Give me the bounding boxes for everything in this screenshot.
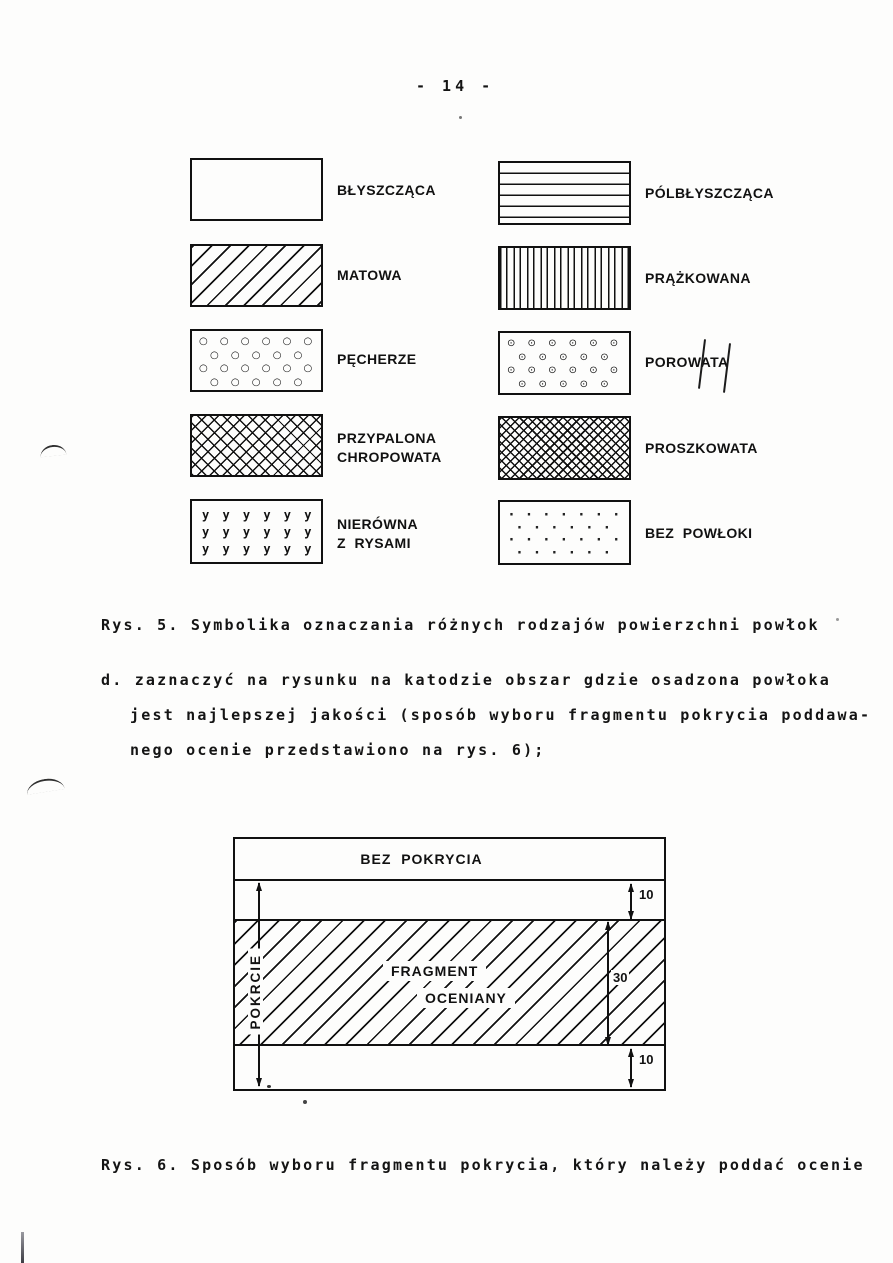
pattern-row: · · · · · · bbox=[517, 545, 610, 561]
dimension-arrow-bottom10 bbox=[627, 1048, 634, 1088]
dimension-value-top: 10 bbox=[637, 887, 656, 902]
swatch-polblyszczaca bbox=[498, 161, 631, 225]
swatch-pecherze: ○ ○ ○ ○ ○ ○ ○ ○ ○ ○ ○ ○ ○ ○ ○ ○ ○ ○ ○ ○ … bbox=[190, 329, 323, 392]
swatch-label-nierowna: NIERÓWNA Z RYSAMI bbox=[337, 516, 418, 551]
page-number: - 14 - bbox=[416, 77, 495, 95]
swatch-bez-powloki: · · · · · · · · · · · · · · · · · · · · … bbox=[498, 500, 631, 565]
swatch-proszkowata bbox=[498, 416, 631, 480]
figure6-band-upper-margin bbox=[235, 881, 664, 921]
swatch-label-porowata: POROWATA bbox=[645, 354, 729, 370]
scan-speck bbox=[267, 1085, 271, 1088]
pattern-row: · · · · · · · bbox=[509, 508, 619, 523]
swatch-label-pecherze: PĘCHERZE bbox=[337, 351, 417, 367]
swatch-nierowna: y y y y y y y y y y y y y y y y y y y y … bbox=[190, 499, 323, 564]
pattern-row: y y y y y y y bbox=[202, 525, 323, 539]
figure6-area-label-line2: OCENIANY bbox=[417, 988, 515, 1008]
pattern-row: y y y y y y y bbox=[202, 542, 323, 556]
figure6-band-top bbox=[235, 839, 664, 881]
scan-speck bbox=[459, 116, 462, 119]
swatch-prazkowana bbox=[498, 246, 631, 310]
pattern-row: ○ ○ ○ ○ ○ ○ bbox=[199, 363, 313, 374]
dimension-arrow-30 bbox=[604, 921, 611, 1046]
swatch-porowata: ⊙ ⊙ ⊙ ⊙ ⊙ ⊙ ⊙ ⊙ ⊙ ⊙ ⊙ ⊙ ⊙ ⊙ ⊙ ⊙ ⊙ ⊙ ⊙ ⊙ … bbox=[498, 331, 631, 395]
paragraph-d-line1: d. zaznaczyć na rysunku na katodzie obsz… bbox=[101, 671, 831, 689]
figure6-area-label-line1: FRAGMENT bbox=[383, 961, 487, 981]
swatch-label-bez-powloki: BEZ POWŁOKI bbox=[645, 525, 753, 541]
pattern-row: ⊙ ⊙ ⊙ ⊙ ⊙ ⊙ bbox=[507, 338, 619, 349]
pattern-row: ○ ○ ○ ○ ○ bbox=[210, 376, 303, 388]
pattern-row: · · · · · · · bbox=[509, 533, 619, 548]
scan-speck bbox=[303, 1100, 307, 1104]
swatch-przypalona bbox=[190, 414, 323, 477]
swatch-label-przypalona: PRZYPALONA CHROPOWATA bbox=[337, 430, 442, 465]
figure6-band-lower-margin bbox=[235, 1046, 664, 1089]
figure6-band-hatched bbox=[235, 921, 664, 1046]
figure5-caption: Rys. 5. Symbolika oznaczania różnych rod… bbox=[101, 616, 820, 634]
swatch-label-proszkowata: PROSZKOWATA bbox=[645, 440, 758, 456]
swatch-label-matowa: MATOWA bbox=[337, 267, 402, 283]
dimension-arrow-top10 bbox=[627, 883, 634, 920]
handwritten-curve-mark bbox=[39, 443, 67, 458]
figure6-caption: Rys. 6. Sposób wyboru fragmentu pokrycia… bbox=[101, 1156, 865, 1174]
swatch-blyszczaca bbox=[190, 158, 323, 221]
scan-speck bbox=[836, 618, 839, 621]
paragraph-d-line2: jest najlepszej jakości (sposób wyboru f… bbox=[130, 706, 872, 724]
pattern-row: y y y y y y y bbox=[202, 508, 323, 522]
scan-edge-artifact bbox=[21, 1232, 24, 1263]
swatch-matowa bbox=[190, 244, 323, 307]
pattern-row: ○ ○ ○ ○ ○ bbox=[210, 349, 303, 361]
swatch-label-prazkowana: PRĄŻKOWANA bbox=[645, 270, 751, 286]
figure6-diagram: BEZ POKRYCIA FRAGMENT OCENIANY POKRCIE 1… bbox=[233, 837, 666, 1091]
paragraph-d-line3: nego ocenie przedstawiono na rys. 6); bbox=[130, 741, 546, 759]
dimension-value-middle: 30 bbox=[611, 970, 630, 985]
pattern-row: ○ ○ ○ ○ ○ ○ bbox=[199, 336, 313, 347]
pattern-row: ⊙ ⊙ ⊙ ⊙ ⊙ bbox=[518, 351, 609, 363]
swatch-label-polblyszczaca: PÓLBŁYSZCZĄCA bbox=[645, 185, 774, 201]
swatch-label-blyszczaca: BŁYSZCZĄCA bbox=[337, 182, 436, 198]
handwritten-curve-mark bbox=[25, 776, 65, 795]
pattern-row: · · · · · · bbox=[517, 520, 610, 536]
pattern-row: ⊙ ⊙ ⊙ ⊙ ⊙ ⊙ bbox=[507, 365, 619, 376]
dimension-value-bottom: 10 bbox=[637, 1052, 656, 1067]
figure6-top-label: BEZ POKRYCIA bbox=[360, 851, 483, 867]
pattern-row: ⊙ ⊙ ⊙ ⊙ ⊙ bbox=[518, 378, 609, 390]
figure6-side-label: POKRCIE bbox=[248, 949, 263, 1035]
